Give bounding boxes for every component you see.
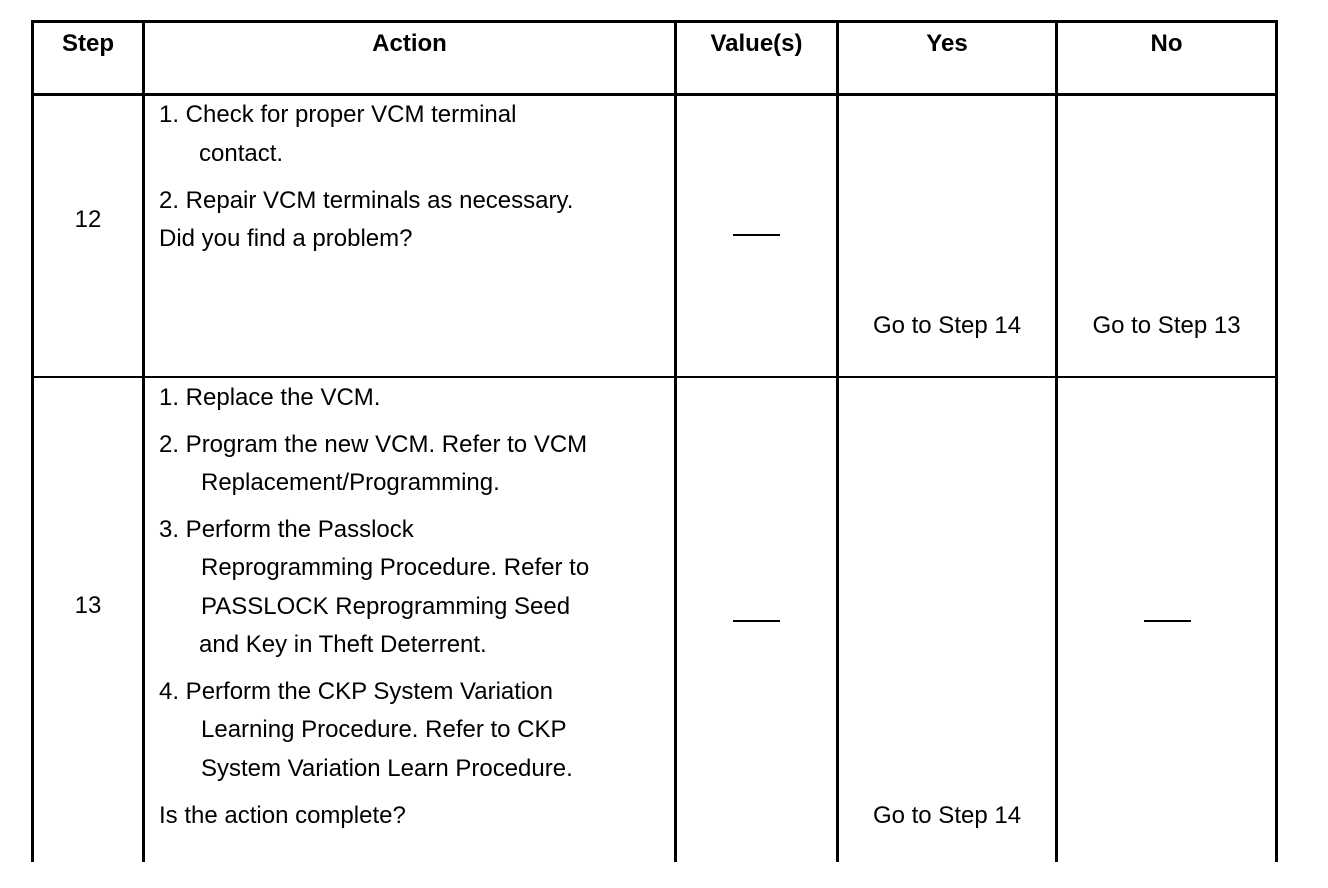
column-divider-value-yes [836, 20, 839, 862]
column-divider-step-action [142, 20, 145, 862]
row-13-value-dash [733, 620, 780, 622]
row-13-action-line: Replacement/Programming. [201, 469, 500, 496]
header-values: Value(s) [710, 30, 803, 57]
row-13-action-line: 2. Program the new VCM. Refer to VCM [159, 431, 588, 458]
row-13-action-line: and Key in Theft Deterrent. [199, 631, 487, 658]
table-border-right [1275, 20, 1278, 862]
row-12-no: Go to Step 13 [1092, 312, 1241, 339]
column-divider-yes-no [1055, 20, 1058, 862]
column-divider-action-value [674, 20, 677, 862]
row-12-action-line: Did you find a problem? [159, 225, 413, 252]
row-13-action-line: 3. Perform the Passlock [159, 516, 414, 543]
row-13-no-dash [1144, 620, 1191, 622]
header-yes: Yes [926, 30, 968, 57]
row-12-action-line: 2. Repair VCM terminals as necessary. [159, 187, 574, 214]
header-step: Step [61, 30, 114, 57]
row-13-step: 13 [74, 592, 102, 619]
table-border-top [31, 20, 1278, 23]
row-13-action-line: Reprogramming Procedure. Refer to [201, 554, 590, 581]
row-13-yes: Go to Step 14 [872, 802, 1022, 829]
row-13-action-line: 4. Perform the CKP System Variation [159, 678, 553, 705]
row-divider [31, 376, 1278, 378]
row-13-action-line: Is the action complete? [159, 802, 406, 829]
row-13-action-line: 1. Replace the VCM. [159, 384, 381, 411]
header-divider [31, 93, 1278, 96]
row-12-yes: Go to Step 14 [872, 312, 1022, 339]
row-13-action-line: Learning Procedure. Refer to CKP [201, 716, 567, 743]
row-13-action-line: System Variation Learn Procedure. [201, 755, 573, 782]
row-12-action-line: contact. [199, 140, 284, 167]
row-12-step: 12 [74, 206, 102, 233]
row-13-action-line: PASSLOCK Reprogramming Seed [201, 593, 571, 620]
table-border-left [31, 20, 34, 862]
header-no: No [1150, 30, 1183, 57]
row-12-action-line: 1. Check for proper VCM terminal [159, 101, 517, 128]
header-action: Action [372, 30, 447, 57]
row-12-value-dash [733, 234, 780, 236]
